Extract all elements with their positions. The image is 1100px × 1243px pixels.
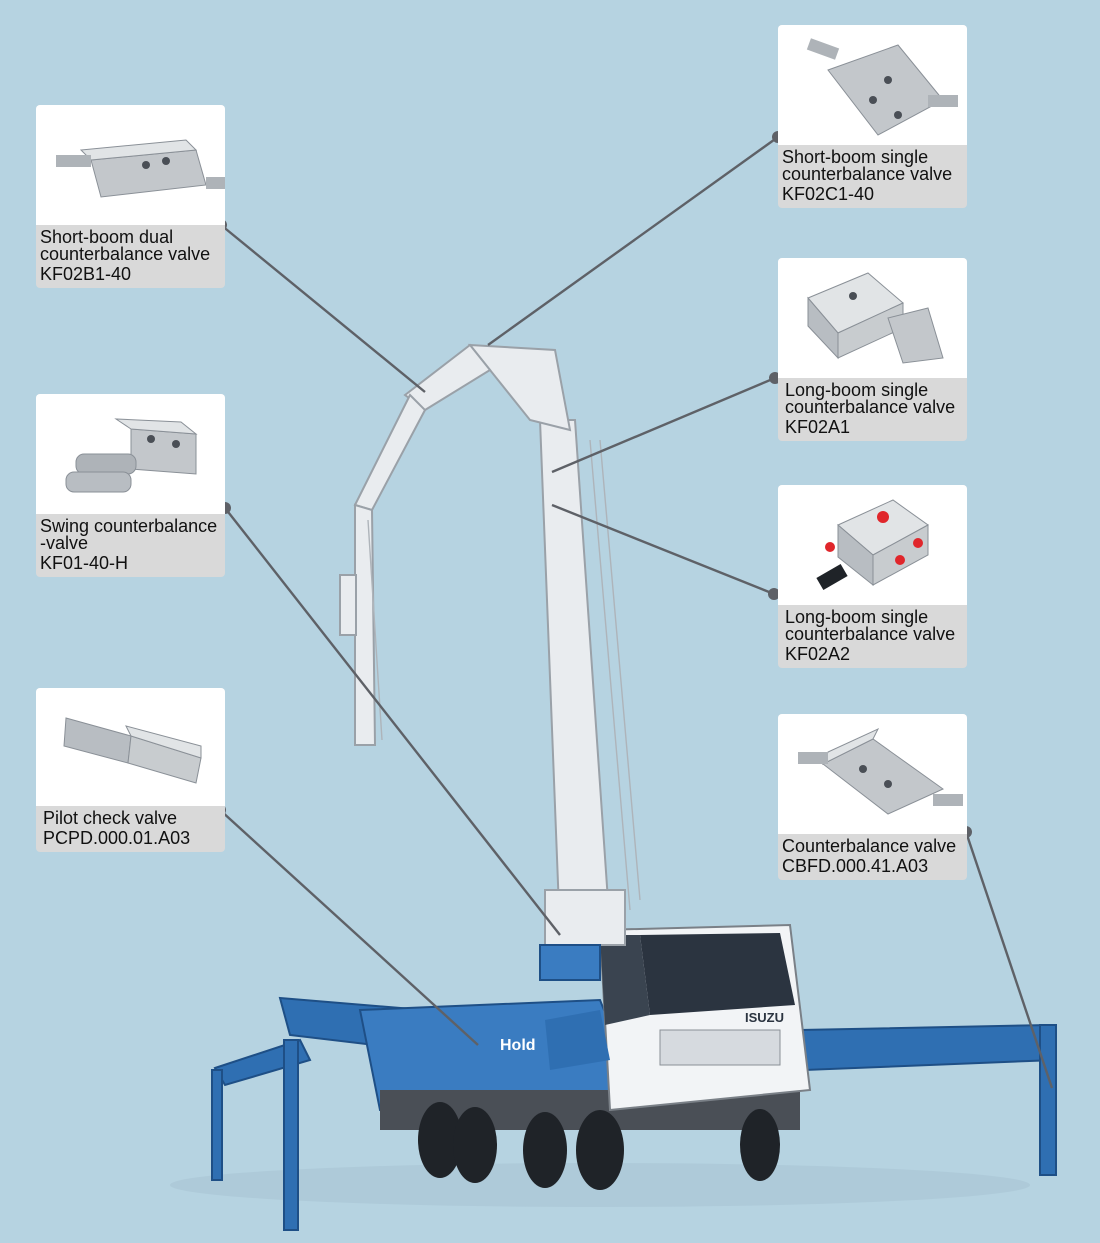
valve-code: KF01-40-H bbox=[40, 553, 129, 573]
valve-name: Short-boom dual counterbalance valve bbox=[40, 227, 211, 264]
boom-brand-label: Hold bbox=[500, 1037, 536, 1054]
leader-line-kf02c1 bbox=[487, 136, 779, 346]
leader-line-kf02a1 bbox=[551, 376, 776, 474]
anchor-dot-kf02a2 bbox=[768, 588, 780, 600]
counterbalance-valve-icon bbox=[798, 727, 963, 815]
valve-photo bbox=[36, 105, 225, 225]
valve-card-cbfd: Counterbalance valve CBFD.000.41.A03 bbox=[778, 714, 967, 880]
leader-line-cbfd bbox=[964, 831, 1054, 1089]
leader-line-kf02b1 bbox=[220, 224, 426, 393]
truck-body: ISUZU Hold bbox=[358, 923, 812, 1190]
valve-card-kf01: Swing counterbalance -valve KF01-40-H bbox=[36, 394, 225, 577]
valve-photo bbox=[778, 714, 967, 834]
valve-name: Swing counterbalance -valve bbox=[40, 516, 218, 553]
valve-photo bbox=[778, 258, 967, 378]
single-counterbalance-valve-icon bbox=[806, 38, 958, 136]
leader-lines bbox=[214, 131, 1054, 1089]
long-boom-red-port-valve-icon bbox=[816, 499, 929, 591]
valve-name: Long-boom single counterbalance valve bbox=[785, 380, 956, 417]
pilot-check-valve-icon bbox=[63, 717, 202, 784]
leader-line-kf02a2 bbox=[551, 503, 775, 596]
boom bbox=[339, 343, 626, 981]
long-boom-valve-icon bbox=[807, 272, 944, 364]
valve-name: Long-boom single counterbalance valve bbox=[785, 607, 956, 644]
leader-line-kf01 bbox=[224, 507, 561, 936]
valve-photo bbox=[36, 688, 225, 806]
valve-code: KF02B1-40 bbox=[40, 264, 132, 284]
valve-code: KF02A2 bbox=[785, 644, 851, 664]
valve-card-pcpd: Pilot check valve PCPD.000.01.A03 bbox=[36, 688, 225, 852]
valve-name: Short-boom single counterbalance valve bbox=[782, 147, 953, 184]
leader-line-pcpd bbox=[219, 809, 479, 1046]
valve-card-kf02a1: Long-boom single counterbalance valve KF… bbox=[778, 258, 967, 441]
valve-code: KF02A1 bbox=[785, 417, 851, 437]
valve-code: CBFD.000.41.A03 bbox=[782, 856, 929, 876]
valve-name: Pilot check valve bbox=[43, 808, 178, 828]
valve-photo bbox=[778, 25, 967, 145]
valve-photo bbox=[778, 485, 967, 605]
valve-code: KF02C1-40 bbox=[782, 184, 875, 204]
cab-brand-label: ISUZU bbox=[745, 1010, 784, 1025]
valve-code: PCPD.000.01.A03 bbox=[43, 828, 191, 848]
valve-card-kf02a2: Long-boom single counterbalance valve KF… bbox=[778, 485, 967, 668]
swing-counterbalance-valve-icon bbox=[65, 418, 198, 493]
valve-card-kf02c1: Short-boom single counterbalance valve K… bbox=[778, 25, 967, 208]
dual-counterbalance-valve-icon bbox=[56, 139, 225, 198]
valve-name: Counterbalance valve bbox=[782, 836, 957, 856]
valve-card-kf02b1: Short-boom dual counterbalance valve KF0… bbox=[36, 105, 225, 288]
valve-photo bbox=[36, 394, 225, 514]
